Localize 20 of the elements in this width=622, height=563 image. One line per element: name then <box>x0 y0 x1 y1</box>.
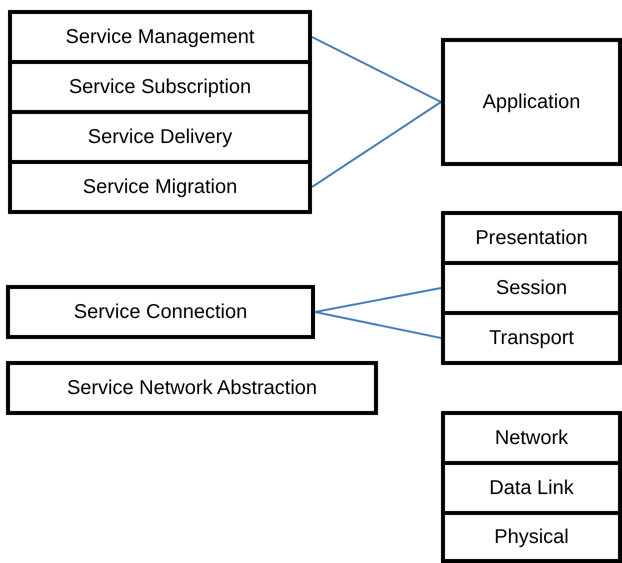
layer-label: Service Delivery <box>88 126 232 148</box>
layer-label: Physical <box>494 526 569 548</box>
layer-label: Data Link <box>489 476 574 500</box>
layer-label: Service Connection <box>74 300 248 324</box>
layer-label: Service Network Abstraction <box>66 376 318 400</box>
layer-box <box>6 285 315 339</box>
layer-label: Service Migration <box>82 176 238 198</box>
connector-line <box>312 36 442 103</box>
connector-line <box>314 311 442 339</box>
layer-box <box>441 38 622 166</box>
layer-box <box>6 361 378 415</box>
layer-label: Transport <box>489 326 574 350</box>
connector-line <box>311 101 442 188</box>
layer-label: Network <box>494 426 568 450</box>
connector-line <box>314 287 442 313</box>
layer-label: Service Subscription <box>68 76 252 98</box>
layer-label: Presentation <box>475 226 588 250</box>
layer-label: Session <box>496 276 568 300</box>
layer-label: Application <box>482 90 580 114</box>
layer-label: Service Management <box>66 26 254 48</box>
